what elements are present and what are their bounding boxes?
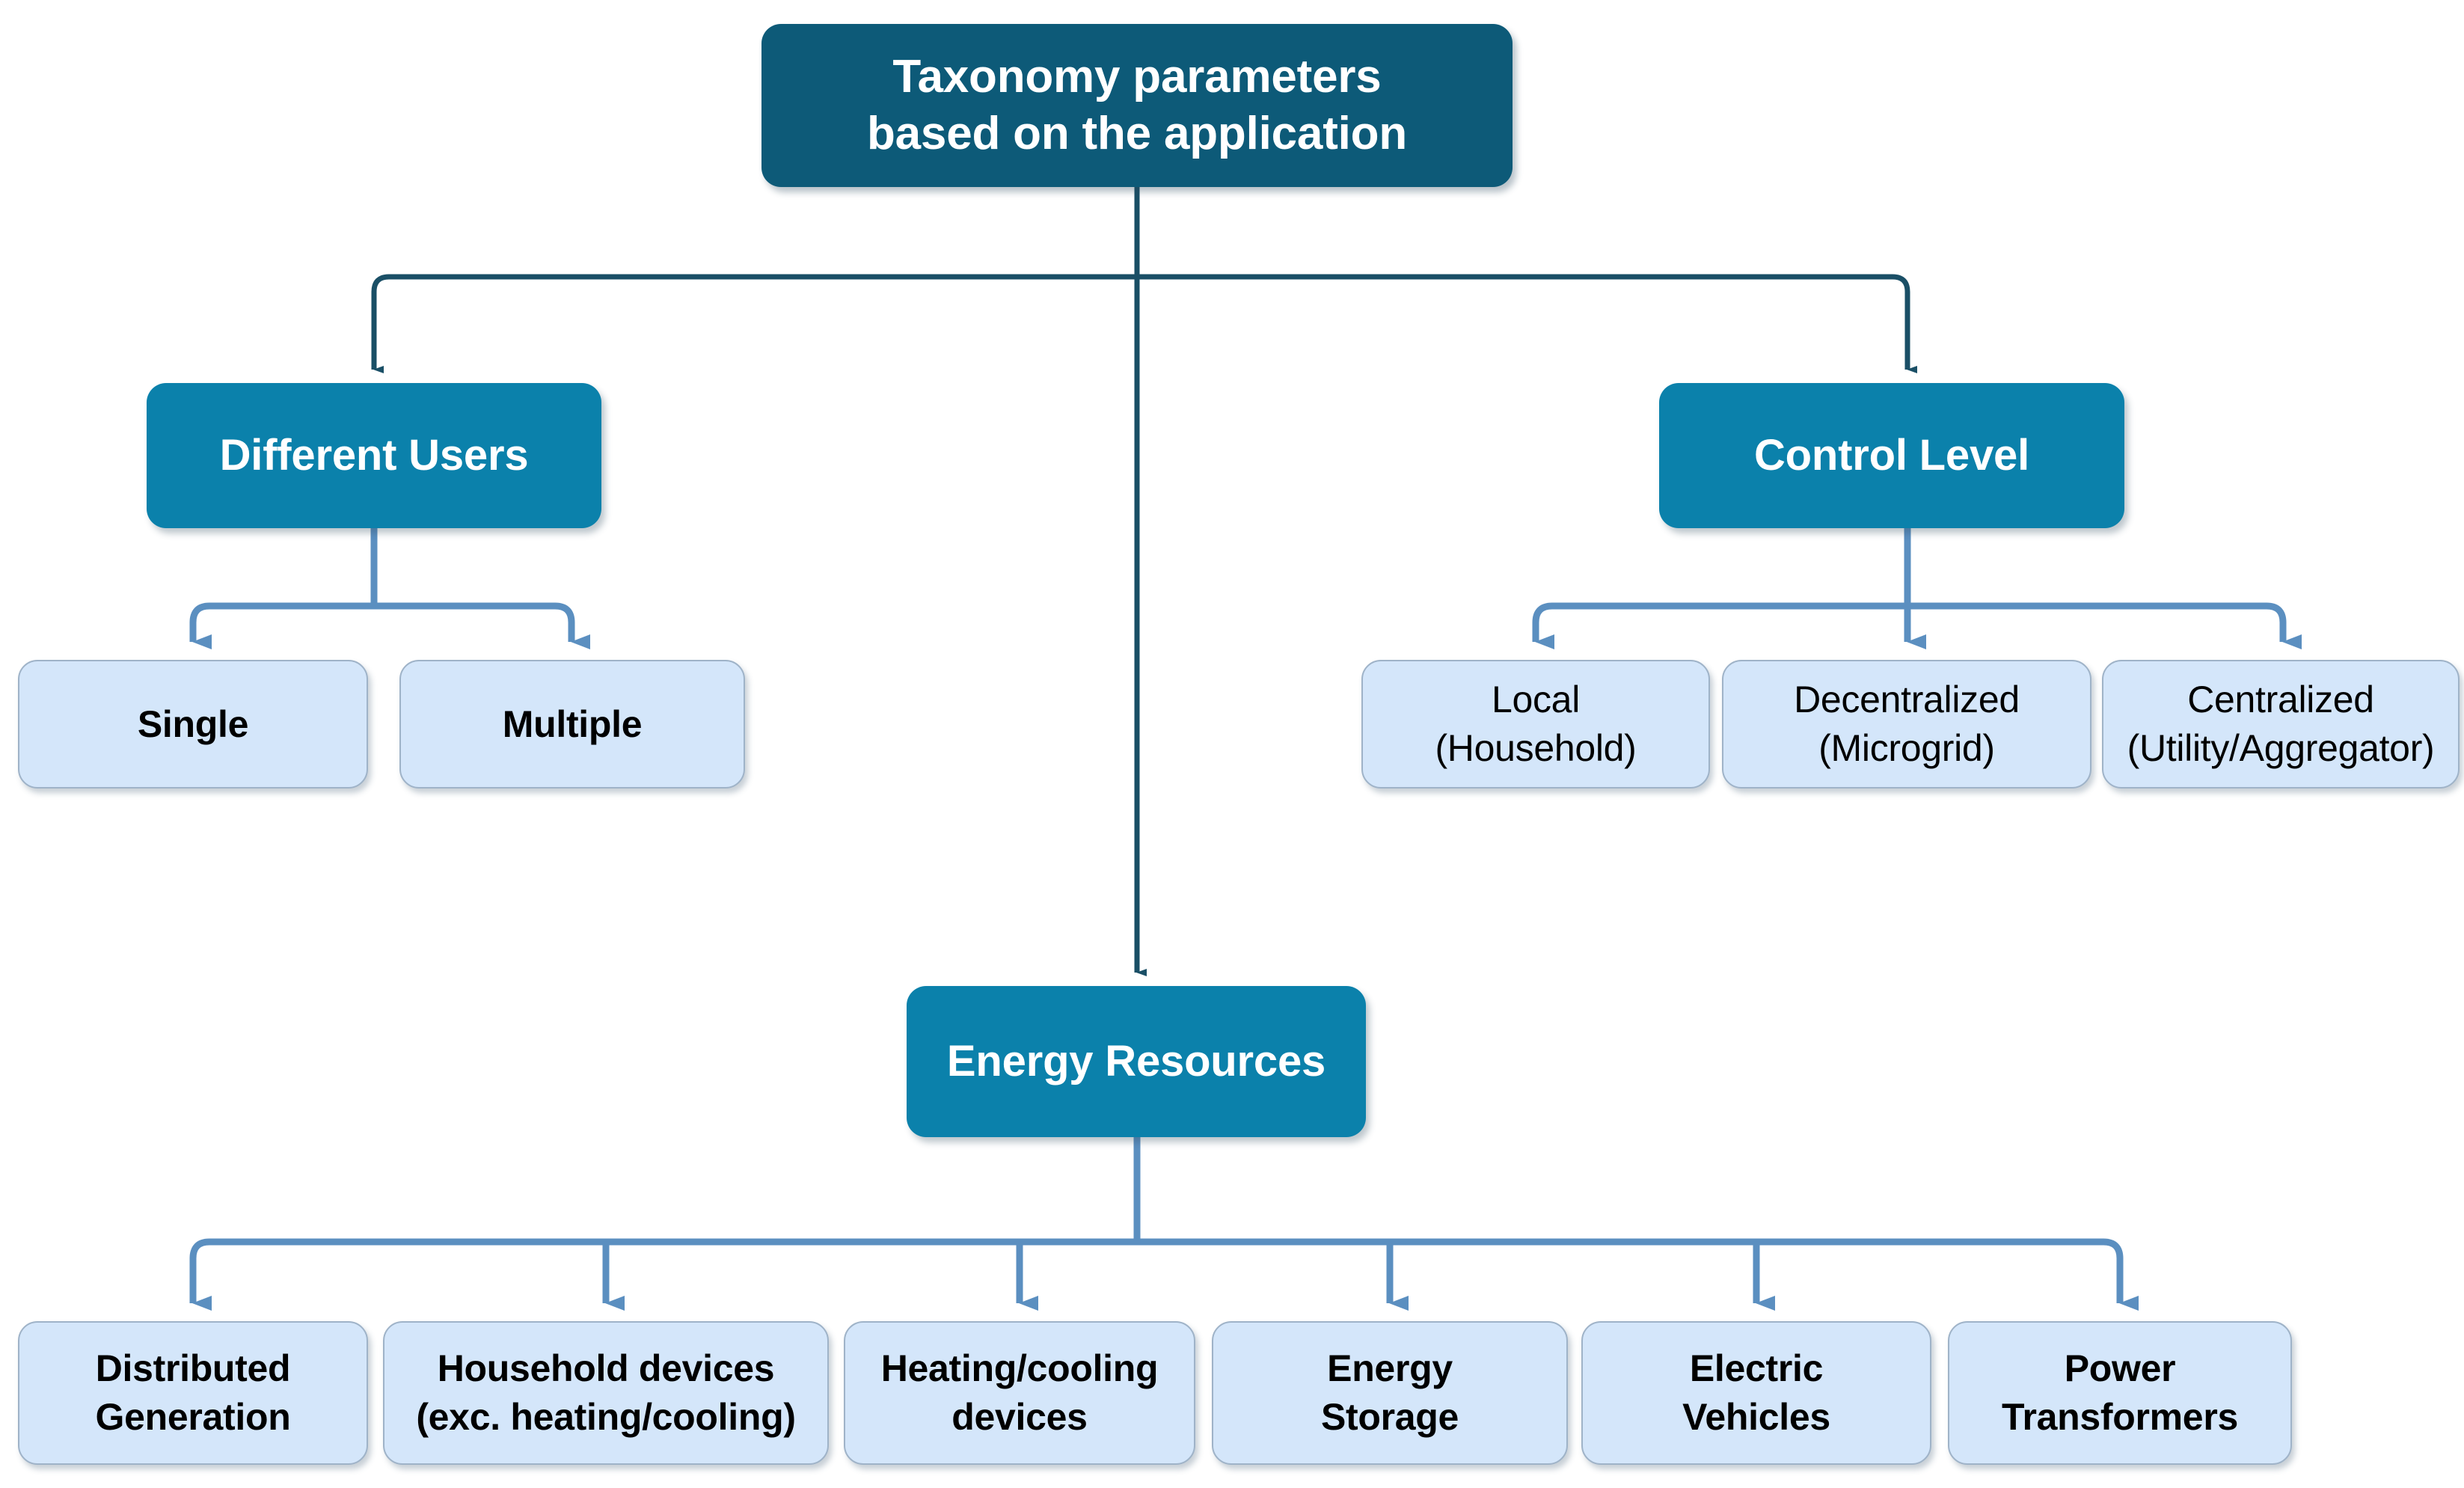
node-leaf-electric-vehicles[interactable]: Electric Vehicles	[1581, 1321, 1931, 1465]
node-leaf-power-transformers[interactable]: Power Transformers	[1948, 1321, 2292, 1465]
edge-different-users-to-children	[189, 528, 590, 649]
node-leaf-household-devices[interactable]: Household devices (exc. heating/cooling)	[383, 1321, 829, 1465]
node-leaf-distributed-generation[interactable]: Distributed Generation	[18, 1321, 368, 1465]
edge-control-level-to-children	[1532, 528, 2302, 649]
node-leaf-multiple[interactable]: Multiple	[399, 660, 745, 789]
node-leaf-centralized-utility-aggregator[interactable]: Centralized (Utility/Aggregator)	[2102, 660, 2460, 789]
node-branch-control-level[interactable]: Control Level	[1659, 383, 2124, 528]
node-branch-different-users[interactable]: Different Users	[147, 383, 601, 528]
node-leaf-energy-storage[interactable]: Energy Storage	[1212, 1321, 1568, 1465]
node-leaf-decentralized-microgrid[interactable]: Decentralized (Microgrid)	[1722, 660, 2091, 789]
node-branch-energy-resources[interactable]: Energy Resources	[907, 986, 1366, 1137]
node-leaf-heating-cooling-devices[interactable]: Heating/cooling devices	[844, 1321, 1195, 1465]
node-leaf-single[interactable]: Single	[18, 660, 368, 789]
edge-energy-resources-to-children	[189, 1137, 2139, 1311]
node-root-taxonomy-parameters[interactable]: Taxonomy parameters based on the applica…	[761, 24, 1513, 187]
edge-root-to-branches	[371, 187, 1917, 976]
node-leaf-local-household[interactable]: Local (Household)	[1361, 660, 1710, 789]
